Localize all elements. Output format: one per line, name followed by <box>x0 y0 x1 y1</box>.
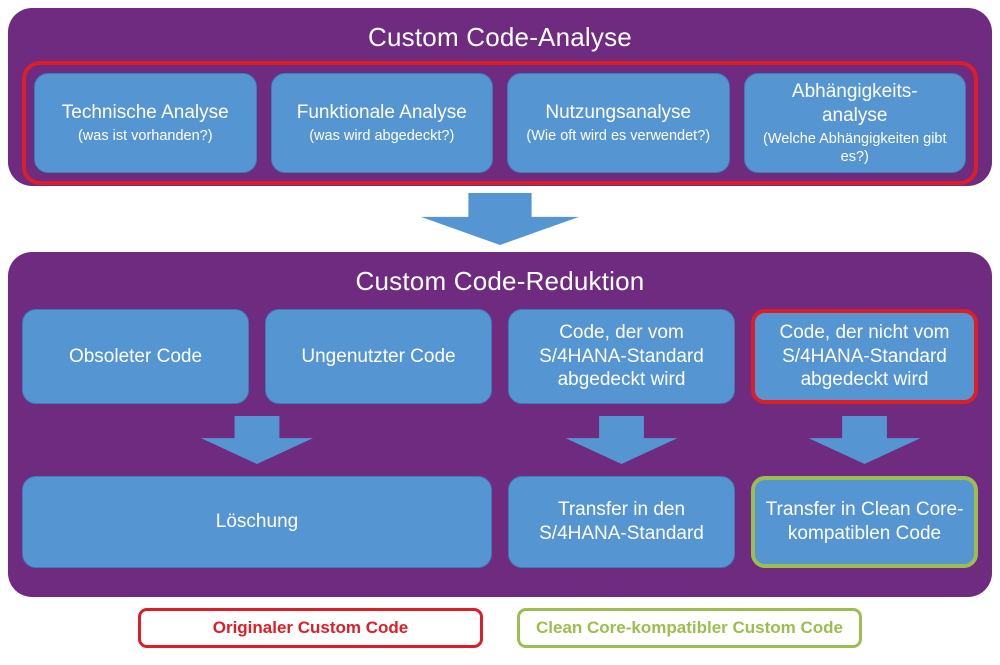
reduction-target-label: Löschung <box>215 511 299 533</box>
legend-original-custom-code: Originaler Custom Code <box>138 608 483 648</box>
reduction-box-label: Code, der vom S/4HANA-Standard abgedeckt… <box>539 321 704 391</box>
legend-label: Clean Core-kompatibler Custom Code <box>536 618 843 637</box>
reduction-box-obsolet: Obsoleter Code <box>22 309 249 404</box>
reduction-target-standard: Transfer in den S/4HANA-Standard <box>508 476 735 568</box>
connector-row <box>8 186 992 252</box>
arrow-cell-transfer-cleancore <box>751 414 978 466</box>
analysis-box-funktionale: Funktionale Analyse (was wird abgedeckt?… <box>270 73 493 173</box>
analysis-box-subtitle: (Wie oft wird es verwendet?) <box>526 127 711 144</box>
reduction-box-label: Ungenutzter Code <box>301 345 456 367</box>
down-arrow-icon <box>421 193 579 245</box>
analysis-box-subtitle: (was ist vorhanden?) <box>77 127 213 144</box>
analysis-box-subtitle: (Welche Abhängigkeiten gibt es?) <box>762 130 947 165</box>
analysis-box-title: Funktionale Analyse <box>296 102 467 124</box>
analysis-box-subtitle: (was wird abgedeckt?) <box>309 127 455 144</box>
analysis-box-technische: Technische Analyse (was ist vorhanden?) <box>34 73 257 173</box>
legend: Originaler Custom Code Clean Core-kompat… <box>8 597 992 659</box>
legend-clean-core-code: Clean Core-kompatibler Custom Code <box>517 608 862 648</box>
down-arrow-icon <box>808 416 921 464</box>
analysis-box-title: Nutzungsanalyse <box>545 102 692 124</box>
reduction-box-nicht-abgedeckt: Code, der nicht vom S/4HANA-Standard abg… <box>751 309 978 404</box>
reduction-target-loeschung: Löschung <box>22 476 492 568</box>
analysis-panel: Custom Code-Analyse Technische Analyse (… <box>8 8 992 186</box>
analysis-red-frame: Technische Analyse (was ist vorhanden?) … <box>22 61 978 185</box>
reduction-grid: Obsoleter Code Ungenutzter Code Code, de… <box>22 309 978 568</box>
legend-label: Originaler Custom Code <box>212 618 409 637</box>
reduction-target-cleancore: Transfer in Clean Core-kompatiblen Code <box>751 476 978 568</box>
reduction-target-label: Transfer in den S/4HANA-Standard <box>539 499 704 544</box>
reduction-title: Custom Code-Reduktion <box>355 266 645 296</box>
reduction-panel: Custom Code-Reduktion Obsoleter Code Ung… <box>8 252 992 597</box>
analysis-box-title: Technische Analyse <box>61 102 229 124</box>
reduction-box-label: Obsoleter Code <box>68 345 203 367</box>
reduction-box-abgedeckt: Code, der vom S/4HANA-Standard abgedeckt… <box>508 309 735 404</box>
reduction-box-label: Code, der nicht vom S/4HANA-Standard abg… <box>779 321 950 391</box>
analysis-title: Custom Code-Analyse <box>368 22 632 52</box>
analysis-box-abhaengigkeiten: Abhängigkeits- analyse (Welche Abhängigk… <box>743 73 966 173</box>
reduction-target-label: Transfer in Clean Core-kompatiblen Code <box>765 499 964 544</box>
arrow-cell-transfer-standard <box>508 414 735 466</box>
analysis-box-title: Abhängigkeits- analyse <box>791 81 918 126</box>
analysis-box-nutzung: Nutzungsanalyse (Wie oft wird es verwend… <box>507 73 730 173</box>
arrow-cell-loeschung <box>22 414 492 466</box>
reduction-box-ungenutzt: Ungenutzter Code <box>265 309 492 404</box>
down-arrow-icon <box>201 416 313 464</box>
down-arrow-icon <box>565 416 678 464</box>
